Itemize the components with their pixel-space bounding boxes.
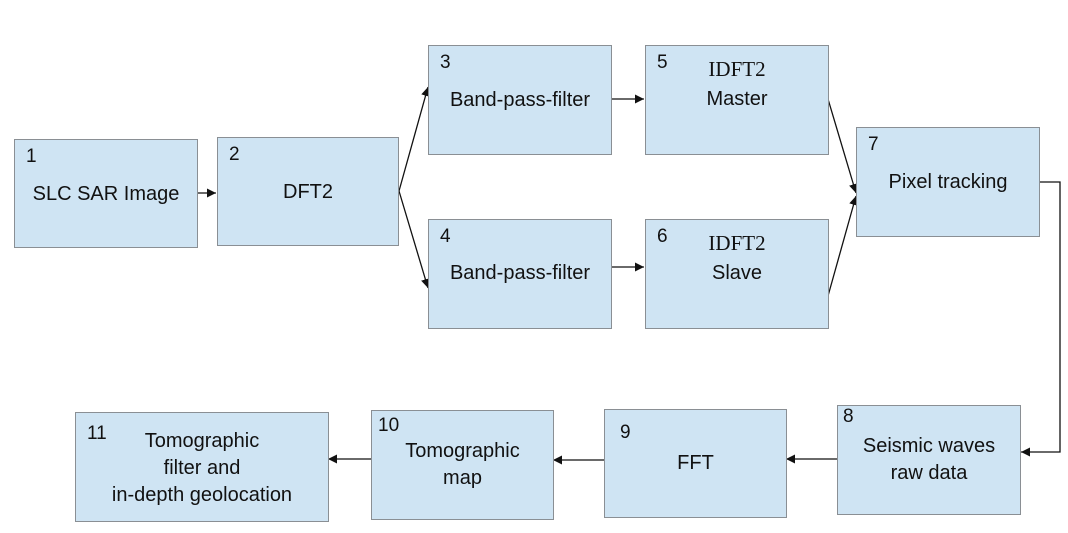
node-slc-sar-image: 1 SLC SAR Image (14, 139, 198, 248)
node-label: Band-pass-filter (449, 262, 591, 284)
arrow-6-to-7 (827, 195, 858, 297)
arrow-5-to-7 (827, 98, 858, 194)
node-number: 11 (87, 423, 107, 444)
arrow-2-to-4 (398, 190, 430, 289)
node-label-line-1: Tomographic (405, 440, 520, 462)
arrow-2-to-3 (398, 86, 430, 192)
node-label-idft2: IDFT2 (708, 57, 766, 81)
node-number: 1 (26, 146, 37, 167)
node-dft2: 2 DFT2 (217, 137, 399, 246)
node-label: Master (706, 88, 768, 110)
node-fft: 9 FFT (604, 409, 787, 518)
node-label-line-2: filter and (163, 457, 241, 479)
node-label: Band-pass-filter (449, 89, 591, 111)
node-number: 3 (440, 52, 451, 73)
node-label-line-2: raw data (890, 462, 968, 484)
node-number: 8 (843, 406, 854, 427)
node-band-pass-filter-upper: 3 Band-pass-filter (428, 45, 612, 155)
node-label-line-1: Tomographic (144, 430, 260, 452)
node-label-line-2: map (443, 467, 482, 489)
node-label-line-1: Seismic waves (862, 435, 996, 457)
node-band-pass-filter-lower: 4 Band-pass-filter (428, 219, 612, 329)
node-number: 10 (378, 415, 400, 436)
node-label: DFT2 (283, 181, 333, 203)
node-tomographic-map: 10 Tomographic map (371, 410, 554, 520)
node-label: Slave (711, 262, 763, 284)
node-tomographic-filter-geolocation: 11 Tomographic filter and in-depth geolo… (75, 412, 329, 522)
node-number: 6 (657, 226, 668, 247)
arrow-7-to-8 (1021, 181, 1061, 457)
node-label: Pixel tracking (888, 171, 1008, 193)
node-label-idft2: IDFT2 (708, 231, 766, 255)
node-number: 4 (440, 226, 451, 247)
node-idft2-slave: 6 IDFT2 Slave (645, 219, 829, 329)
node-seismic-waves-raw-data: 8 Seismic waves raw data (837, 405, 1021, 515)
node-number: 9 (620, 422, 631, 443)
node-number: 5 (657, 52, 668, 73)
node-label: FFT (677, 452, 714, 474)
node-number: 2 (229, 144, 240, 165)
node-pixel-tracking: 7 Pixel tracking (856, 127, 1040, 237)
node-label: SLC SAR Image (32, 183, 180, 205)
node-number: 7 (868, 134, 879, 155)
node-label-line-3: in-depth geolocation (111, 484, 293, 506)
node-idft2-master: 5 IDFT2 Master (645, 45, 829, 155)
